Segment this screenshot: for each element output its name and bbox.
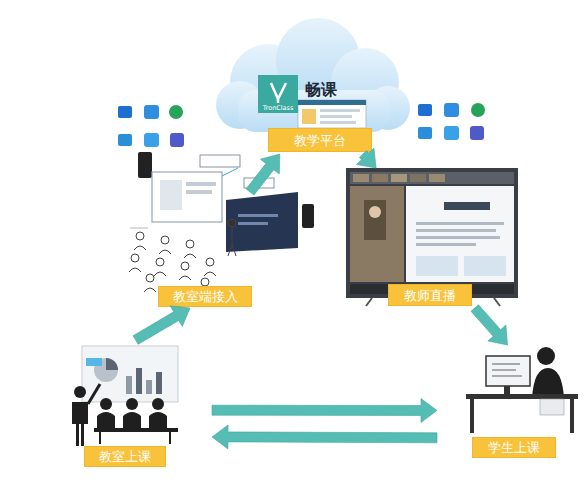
tag-label: 教学平台 bbox=[268, 128, 372, 152]
logo-caption: TronClass bbox=[258, 105, 298, 112]
students-sketch bbox=[129, 219, 236, 296]
classroom-access: 教室端接入 bbox=[120, 192, 320, 308]
tag-label: 教室上课 bbox=[84, 446, 166, 467]
flow-arrow bbox=[471, 305, 508, 345]
tag-label: 教师直播 bbox=[388, 284, 472, 306]
flow-arrow bbox=[133, 306, 190, 345]
platform-tag: 教学平台 bbox=[268, 128, 372, 152]
flow-arrow bbox=[212, 399, 437, 423]
flow-arrow bbox=[356, 148, 376, 168]
logo-box: TronClass bbox=[258, 75, 298, 113]
classroom-equipment bbox=[130, 152, 314, 252]
app-icons bbox=[418, 103, 485, 140]
tag-label: 教室端接入 bbox=[158, 286, 252, 307]
cloud-shape bbox=[216, 18, 410, 132]
teacher-live: 教师直播 bbox=[345, 168, 518, 308]
flow-arrow bbox=[212, 425, 437, 449]
classroom-lesson bbox=[72, 346, 178, 446]
classroom-lesson: 教室上课 bbox=[68, 340, 212, 470]
logo-glyph bbox=[271, 83, 286, 103]
cloud-platform: 畅课 TronClass 教学平台 bbox=[215, 20, 400, 154]
brand-name: 畅课 bbox=[305, 80, 337, 101]
student-at-desk bbox=[466, 347, 578, 433]
student-lesson: 学生上课 bbox=[437, 345, 578, 461]
tag-label: 学生上课 bbox=[472, 437, 556, 458]
live-screen bbox=[346, 168, 518, 306]
app-icons bbox=[118, 105, 184, 147]
flow-arrow bbox=[246, 154, 280, 195]
platform-screenshot bbox=[298, 100, 366, 128]
